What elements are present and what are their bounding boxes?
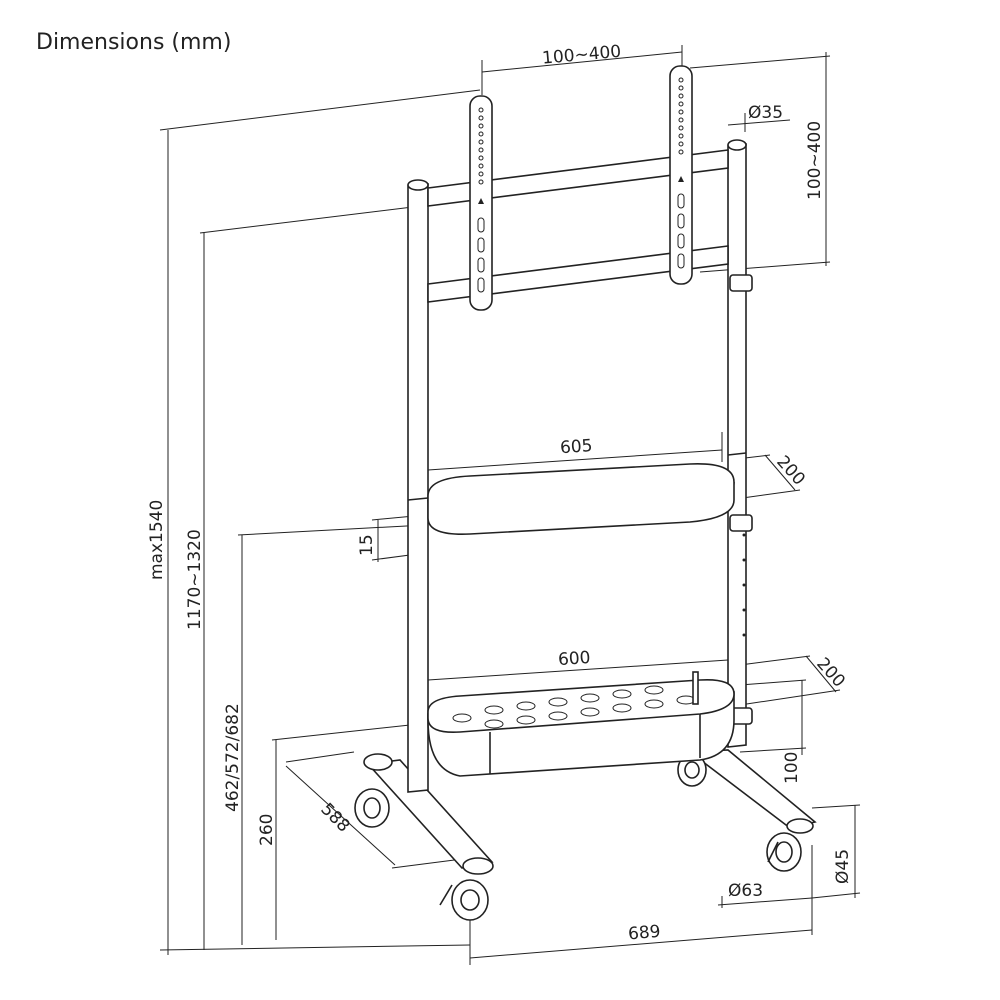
label-base-width: 689 [627, 922, 661, 945]
caster-front [439, 879, 489, 921]
cross-bars [427, 149, 729, 303]
label-pole-diameter: Ø35 [748, 103, 783, 123]
caster-right-back [677, 753, 707, 787]
vesa-plates [469, 65, 693, 311]
label-base-height: 260 [257, 814, 277, 846]
label-basket-height: 100 [782, 752, 802, 784]
diagram-title: Dimensions (mm) [36, 30, 232, 55]
vesa-plate-right [669, 65, 693, 285]
label-total-height: max1540 [147, 500, 167, 580]
label-shelf-depth: 200 [772, 452, 809, 489]
label-vesa-height: 100~400 [805, 121, 825, 200]
vesa-plate-left [469, 95, 493, 311]
label-shelf-width: 605 [559, 436, 593, 458]
label-vesa-width: 100~400 [541, 42, 622, 69]
label-caster-diameter: Ø63 [728, 881, 763, 901]
label-shelf-thickness: 15 [357, 534, 377, 556]
dimension-lines [159, 45, 861, 965]
cable-clips [729, 274, 753, 725]
label-shelf-height: 462/572/682 [223, 703, 243, 812]
uprights [407, 139, 747, 793]
shelf [427, 463, 735, 535]
casters [354, 753, 802, 921]
label-caster-height: Ø45 [833, 849, 853, 884]
caster-left-back [354, 788, 390, 828]
label-screen-height: 1170~1320 [185, 529, 205, 630]
label-base-depth: 588 [316, 799, 353, 836]
basket [427, 671, 735, 777]
base-legs [363, 749, 817, 875]
caster-right-front [766, 832, 802, 872]
label-basket-width: 600 [557, 648, 591, 670]
label-basket-depth: 200 [812, 654, 849, 692]
